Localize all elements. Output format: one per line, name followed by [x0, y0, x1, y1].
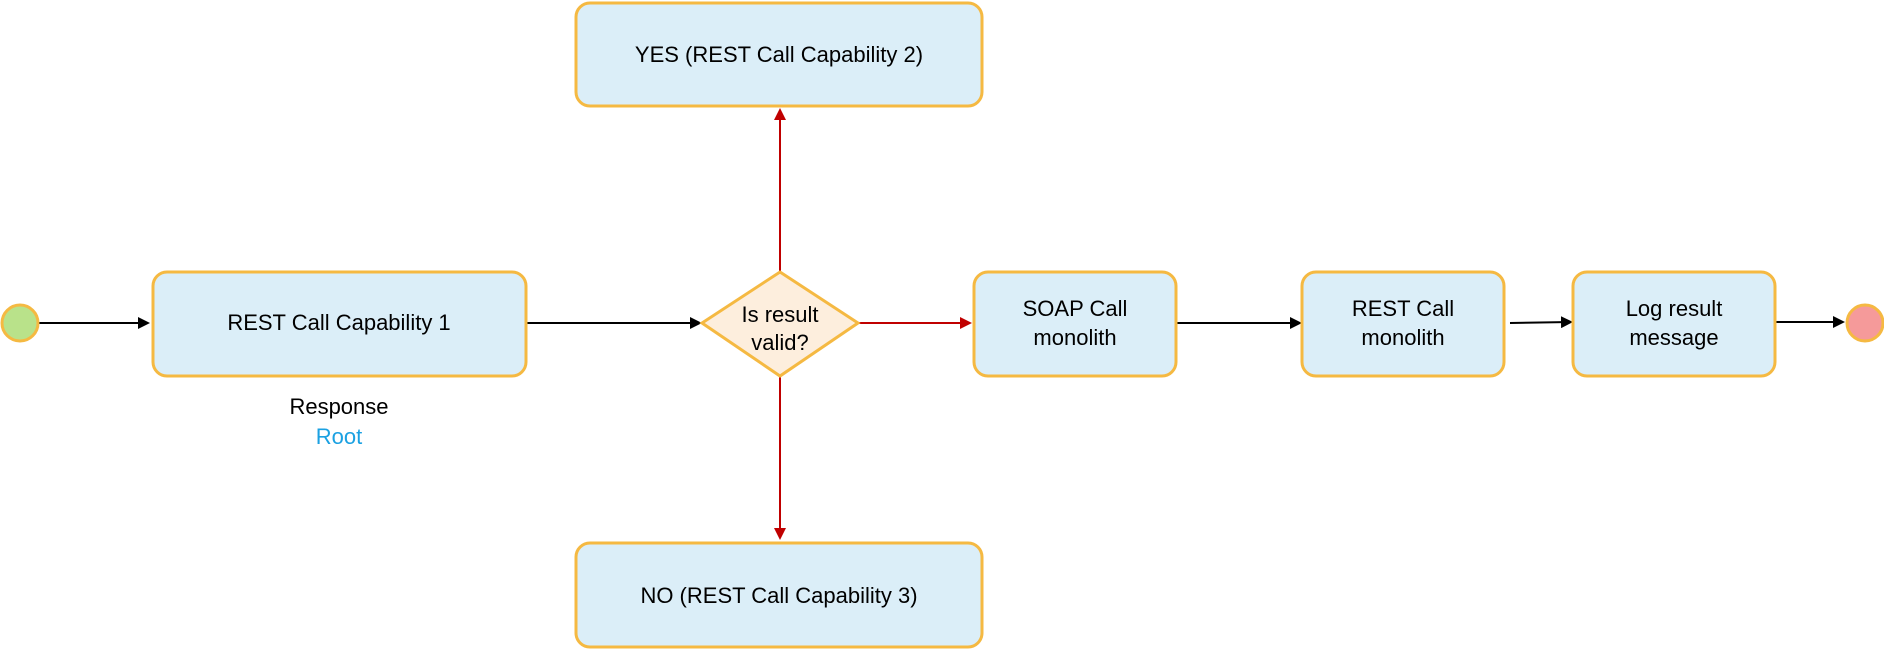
node-label: message [1629, 325, 1718, 350]
node-label: REST Call Capability 1 [227, 310, 450, 335]
node-label: REST Call [1352, 296, 1454, 321]
node-label: valid? [751, 330, 808, 355]
response-caption: Response [289, 394, 388, 419]
node-label: NO (REST Call Capability 3) [640, 583, 917, 608]
node-label: Is result [741, 302, 818, 327]
node-log-result-message[interactable]: Log result message [1571, 270, 1777, 378]
node-rest-call-monolith[interactable]: REST Call monolith [1300, 270, 1506, 378]
node-label: YES (REST Call Capability 2) [635, 42, 923, 67]
node-label: monolith [1361, 325, 1444, 350]
node-soap-call-monolith[interactable]: SOAP Call monolith [972, 270, 1178, 378]
node-label: monolith [1033, 325, 1116, 350]
node-yes-rest-call-capability-2[interactable]: YES (REST Call Capability 2) [574, 1, 984, 108]
root-caption: Root [316, 424, 362, 449]
node-decision-is-result-valid[interactable]: Is result valid? [699, 270, 861, 378]
node-no-rest-call-capability-3[interactable]: NO (REST Call Capability 3) [574, 541, 984, 649]
end-circle-icon [1845, 303, 1884, 343]
node-label: SOAP Call [1023, 296, 1128, 321]
node-label: Log result [1626, 296, 1723, 321]
node-rest-call-capability-1[interactable]: REST Call Capability 1 [151, 270, 528, 378]
edge-rest-mono-to-log [1509, 316, 1573, 329]
start-circle-icon [0, 303, 40, 343]
